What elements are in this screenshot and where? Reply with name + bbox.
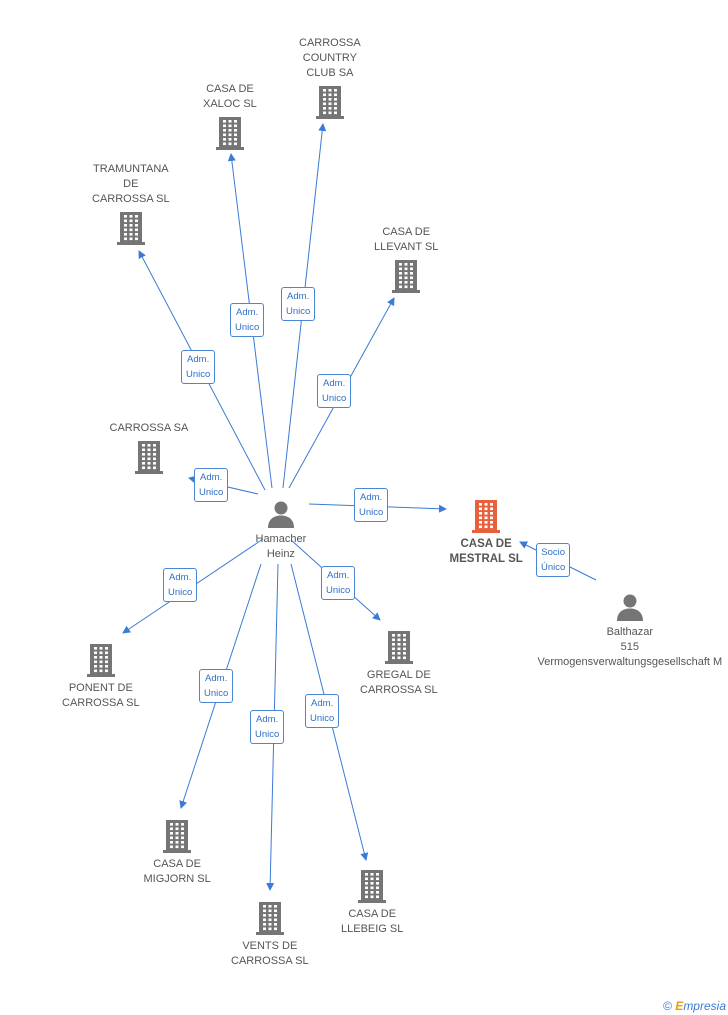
building-icon [472,500,501,533]
relation-label-carrossa[interactable]: Adm. Unico [194,468,229,502]
node-country[interactable]: CARROSSA COUNTRY CLUB SA [299,36,361,119]
building-icon [215,117,244,150]
relation-label-ponent[interactable]: Adm. Unico [163,568,198,602]
footer-brand: © Empresia [663,999,726,1013]
node-mestral[interactable]: CASA DE MESTRAL SL [450,499,523,567]
node-label-llebeig: CASA DE LLEBEIG SL [341,908,404,935]
node-label-hamacher: Hamacher Heinz [255,533,307,560]
node-label-xaloc: CASA DE XALOC SL [203,83,257,110]
node-llebeig[interactable]: CASA DE LLEBEIG SL [341,869,403,937]
node-label-mestral: CASA DE MESTRAL SL [449,538,523,565]
person-icon [267,501,294,528]
node-label-tramuntana: TRAMUNTANA DE CARROSSA SL [92,163,170,205]
building-icon [392,260,421,293]
relation-label-llevant[interactable]: Adm. Unico [317,374,352,408]
node-gregal[interactable]: GREGAL DE CARROSSA SL [360,630,438,698]
building-icon [255,902,284,935]
relation-label-country[interactable]: Adm. Unico [281,287,316,321]
copyright-mark: © [663,999,672,1013]
relation-label-llebeig[interactable]: Adm. Unico [305,694,340,728]
node-balthazar[interactable]: Balthazar 515 Vermogensverwaltungsgesell… [537,593,723,670]
node-llevant[interactable]: CASA DE LLEVANT SL [374,225,438,293]
building-icon [86,644,115,677]
building-icon [163,820,192,853]
brand-name: mpresia [683,999,726,1013]
node-xaloc[interactable]: CASA DE XALOC SL [203,82,257,150]
node-label-carrossa: CARROSSA SA [109,422,189,434]
node-label-country: CARROSSA COUNTRY CLUB SA [299,37,361,79]
relation-label-migjorn[interactable]: Adm. Unico [199,669,234,703]
relation-label-tramuntana[interactable]: Adm. Unico [181,350,216,384]
node-label-ponent: PONENT DE CARROSSA SL [62,682,140,709]
node-label-gregal: GREGAL DE CARROSSA SL [360,669,438,696]
node-label-vents: VENTS DE CARROSSA SL [231,940,309,967]
node-label-llevant: CASA DE LLEVANT SL [374,226,439,253]
node-label-balthazar: Balthazar 515 Vermogensverwaltungsgesell… [537,626,723,668]
node-ponent[interactable]: PONENT DE CARROSSA SL [62,643,140,711]
node-vents[interactable]: VENTS DE CARROSSA SL [231,901,309,969]
node-carrossa[interactable]: CARROSSA SA [109,421,189,474]
node-label-migjorn: CASA DE MIGJORN SL [143,858,211,885]
brand-initial: E [675,999,684,1013]
building-icon [358,870,387,903]
relation-label-vents[interactable]: Adm. Unico [250,710,285,744]
relation-label-gregal[interactable]: Adm. Unico [321,566,356,600]
node-migjorn[interactable]: CASA DE MIGJORN SL [144,819,211,887]
node-hamacher[interactable]: Hamacher Heinz [255,500,307,562]
relation-label-xaloc[interactable]: Adm. Unico [230,303,265,337]
building-icon [116,212,145,245]
building-icon [134,441,163,474]
relation-label-mestral[interactable]: Adm. Unico [354,488,389,522]
building-icon [315,86,344,119]
person-icon [616,594,643,621]
node-tramuntana[interactable]: TRAMUNTANA DE CARROSSA SL [92,162,170,245]
building-icon [384,631,413,664]
relation-label-mestral[interactable]: Socio Único [536,543,571,577]
